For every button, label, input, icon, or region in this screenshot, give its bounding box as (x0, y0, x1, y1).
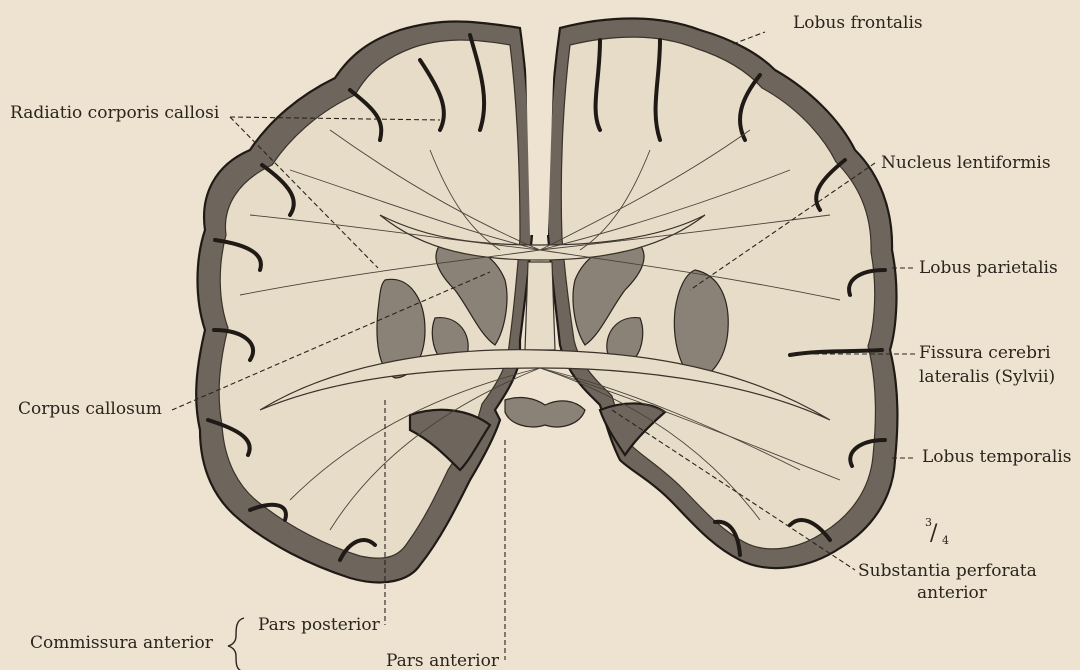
label-corpus-callosum: Corpus callosum (18, 399, 162, 419)
label-pars-anterior: Pars anterior (386, 651, 500, 670)
label-commissura-anterior: Commissura anterior (30, 633, 214, 653)
anterior-commissure-body (505, 398, 585, 427)
septum-pellucidum (525, 262, 555, 350)
label-pars-posterior: Pars posterior (258, 615, 381, 635)
scale-slash: / (930, 521, 938, 546)
scale-denominator: 4 (942, 534, 949, 547)
label-radiatio-corporis-callosi: Radiatio corporis callosi (10, 103, 220, 123)
label-lobus-temporalis: Lobus temporalis (922, 447, 1071, 467)
label-fissura-line-1: Fissura cerebri (919, 343, 1051, 363)
label-nucleus-lentiformis: Nucleus lentiformis (881, 153, 1051, 173)
commissura-brace (228, 618, 244, 670)
label-substantia-line-2: anterior (917, 583, 988, 603)
label-substantia-line-1: Substantia perforata (858, 561, 1037, 581)
label-lobus-frontalis: Lobus frontalis (793, 13, 923, 33)
label-fissura-line-2: lateralis (Sylvii) (919, 367, 1055, 387)
label-lobus-parietalis: Lobus parietalis (919, 258, 1058, 278)
